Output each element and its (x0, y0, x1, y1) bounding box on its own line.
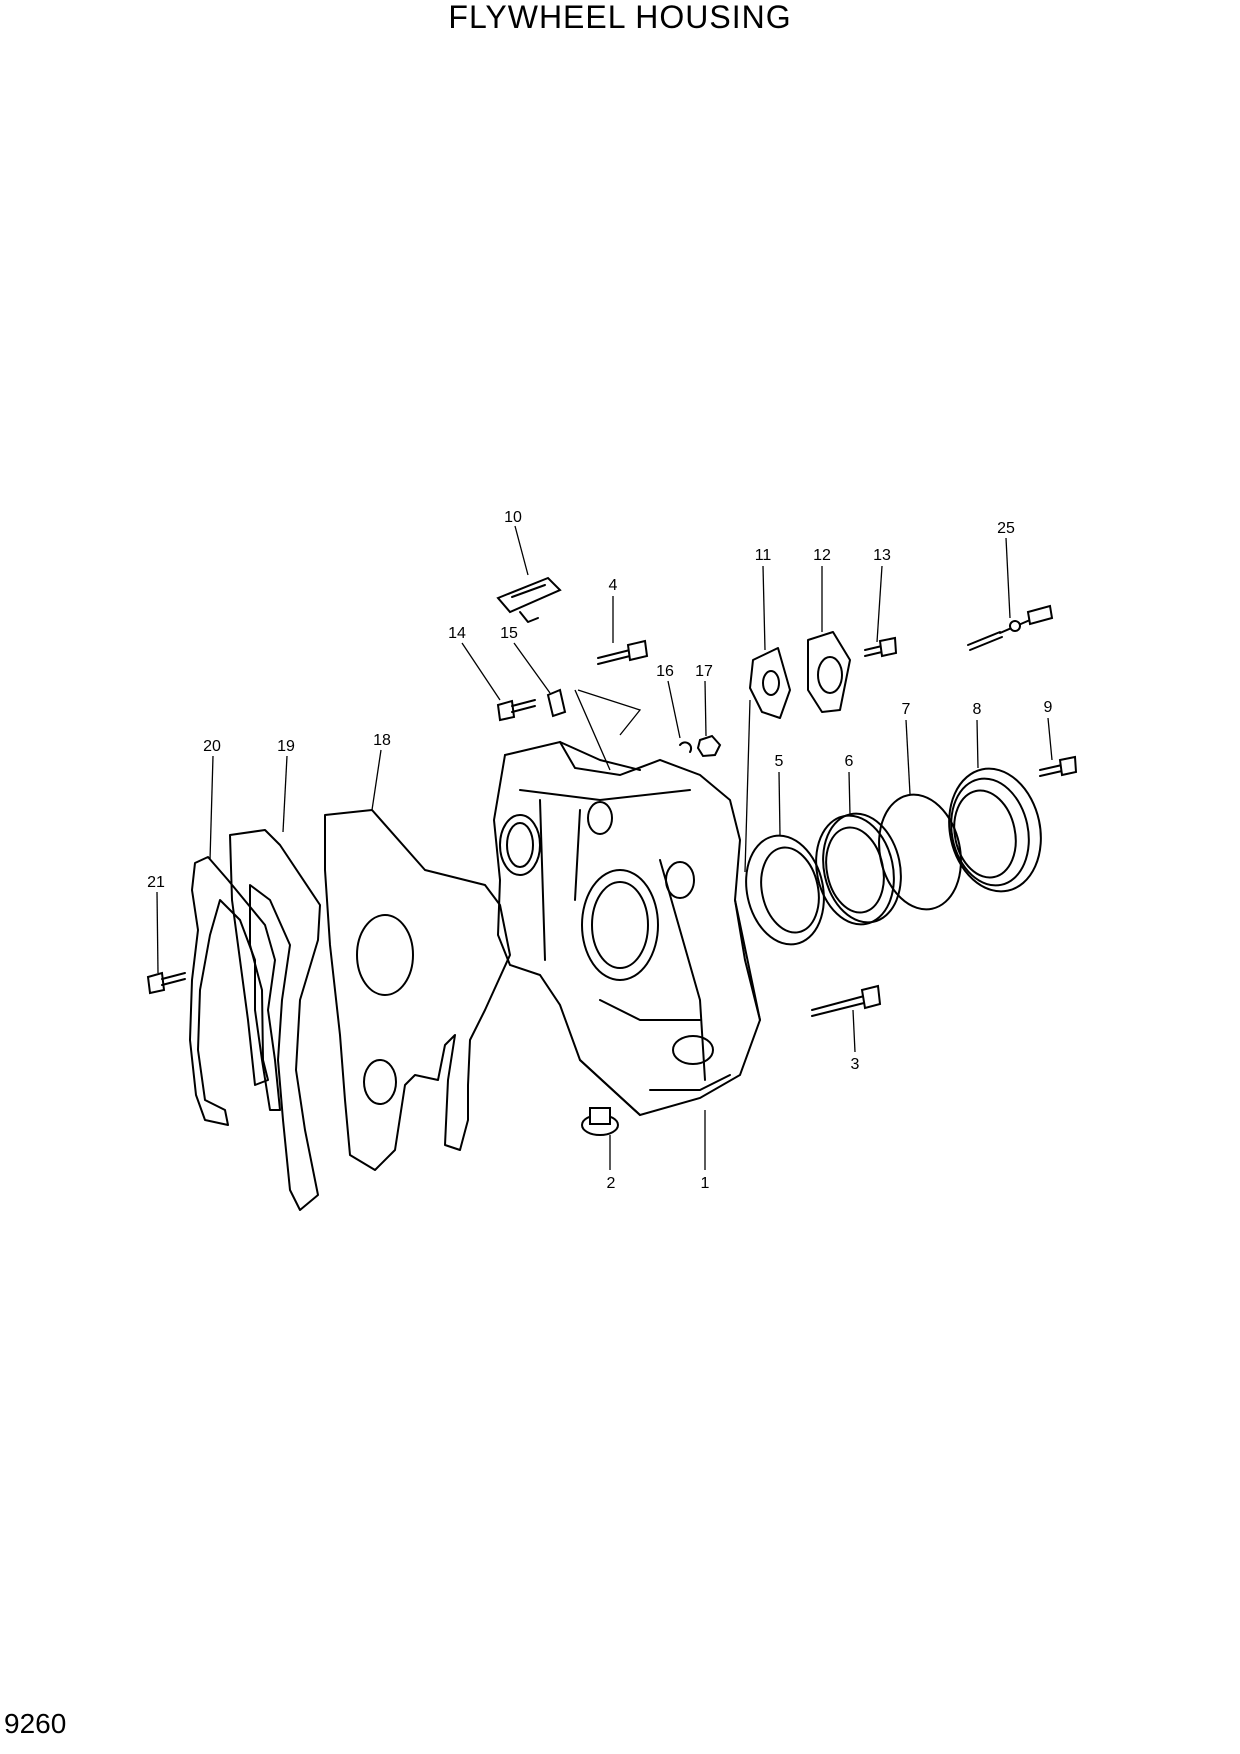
plug-2-part (581, 1107, 619, 1136)
callout-12: 12 (813, 547, 831, 564)
callout-14: 14 (448, 625, 466, 642)
nut-17-part (696, 734, 722, 758)
leader-lines (156, 525, 1053, 1170)
callout-6: 6 (845, 753, 854, 770)
page-title: FLYWHEEL HOUSING (448, 0, 792, 35)
callout-25: 25 (997, 520, 1015, 537)
callout-5: 5 (775, 753, 784, 770)
o-ring-7-part (878, 793, 962, 911)
callout-7: 7 (902, 701, 911, 718)
clip-16-part (679, 741, 693, 753)
sensor-25-part (967, 604, 1054, 651)
bolt-13-part (864, 636, 898, 658)
callout-13: 13 (873, 547, 891, 564)
oil-seal-5-part (745, 834, 825, 946)
callout-11: 11 (755, 547, 772, 564)
gasket-19-part (229, 829, 321, 1211)
cover-11-part (749, 647, 791, 719)
callout-17: 17 (695, 663, 713, 680)
bolt-4-part (597, 639, 649, 665)
gasket-18-part (324, 809, 511, 1171)
callout-1: 1 (701, 1175, 710, 1192)
plate-12-part (807, 631, 851, 713)
callout-9: 9 (1044, 699, 1053, 716)
callout-10: 10 (504, 509, 522, 526)
callout-labels: 10 4 11 12 13 25 14 15 16 17 18 19 20 21… (147, 509, 1052, 1192)
bolt-3-part (811, 984, 882, 1017)
callout-3: 3 (851, 1056, 860, 1073)
bolt-9-part (1039, 755, 1078, 777)
bracket-15-part (546, 688, 567, 718)
callout-2: 2 (607, 1175, 616, 1192)
callout-15: 15 (500, 625, 518, 642)
bolt-14-part (496, 699, 536, 722)
gasket-20-part (189, 856, 281, 1126)
flywheel-housing-part (492, 740, 762, 1117)
retainer-8-part (948, 767, 1042, 893)
callout-8: 8 (973, 701, 982, 718)
page-number: 9260 (4, 1708, 67, 1739)
callout-18: 18 (373, 732, 391, 749)
callout-16: 16 (656, 663, 674, 680)
callout-4: 4 (609, 577, 618, 594)
callout-21: 21 (147, 874, 165, 891)
cover-10-part (496, 576, 562, 623)
callout-19: 19 (277, 738, 295, 755)
callout-20: 20 (203, 738, 221, 755)
bolt-21-part (146, 971, 186, 995)
